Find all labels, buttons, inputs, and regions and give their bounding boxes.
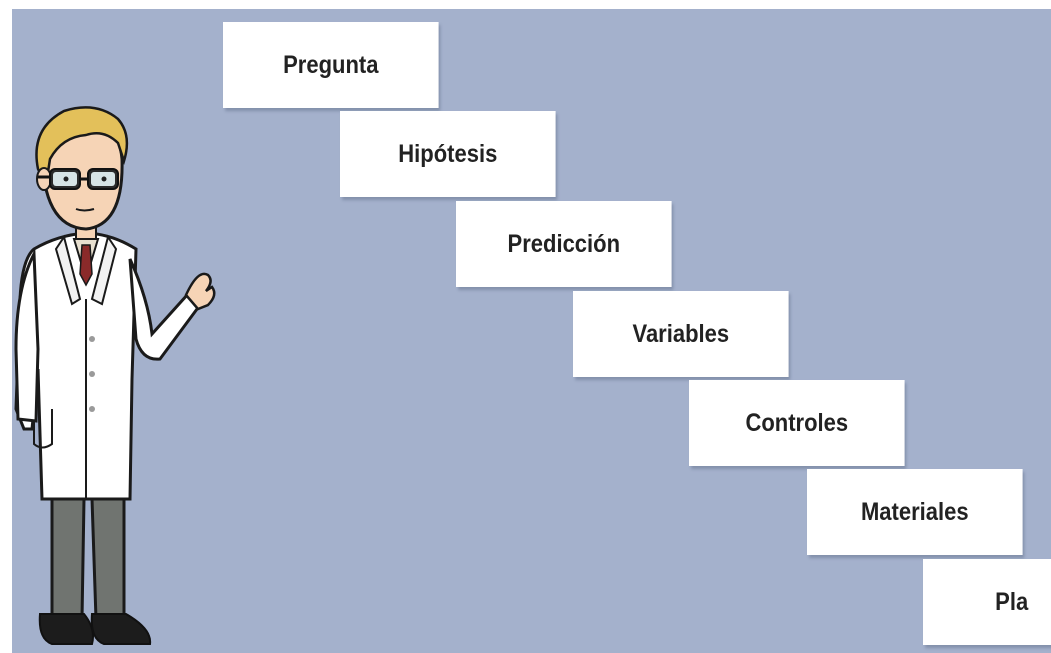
step-box-pregunta: Pregunta: [223, 22, 439, 108]
step-box-materiales: Materiales: [807, 469, 1023, 555]
step-label: Hipótesis: [398, 139, 498, 168]
step-label: Controles: [745, 408, 849, 437]
step-label: Pla: [995, 587, 1029, 616]
step-box-prediccion: Predicción: [456, 201, 672, 287]
step-label: Predicción: [507, 229, 621, 258]
step-label: Materiales: [860, 497, 969, 526]
step-box-truncated: Pla: [923, 559, 1051, 645]
diagram-panel: Pregunta Hipótesis Predicción Variables …: [12, 9, 1051, 653]
scientist-illustration: [14, 106, 216, 645]
step-label: Variables: [632, 319, 730, 348]
step-box-variables: Variables: [573, 291, 789, 377]
step-box-controles: Controles: [689, 380, 905, 466]
step-label: Pregunta: [283, 50, 379, 79]
step-box-hipotesis: Hipótesis: [340, 111, 556, 197]
